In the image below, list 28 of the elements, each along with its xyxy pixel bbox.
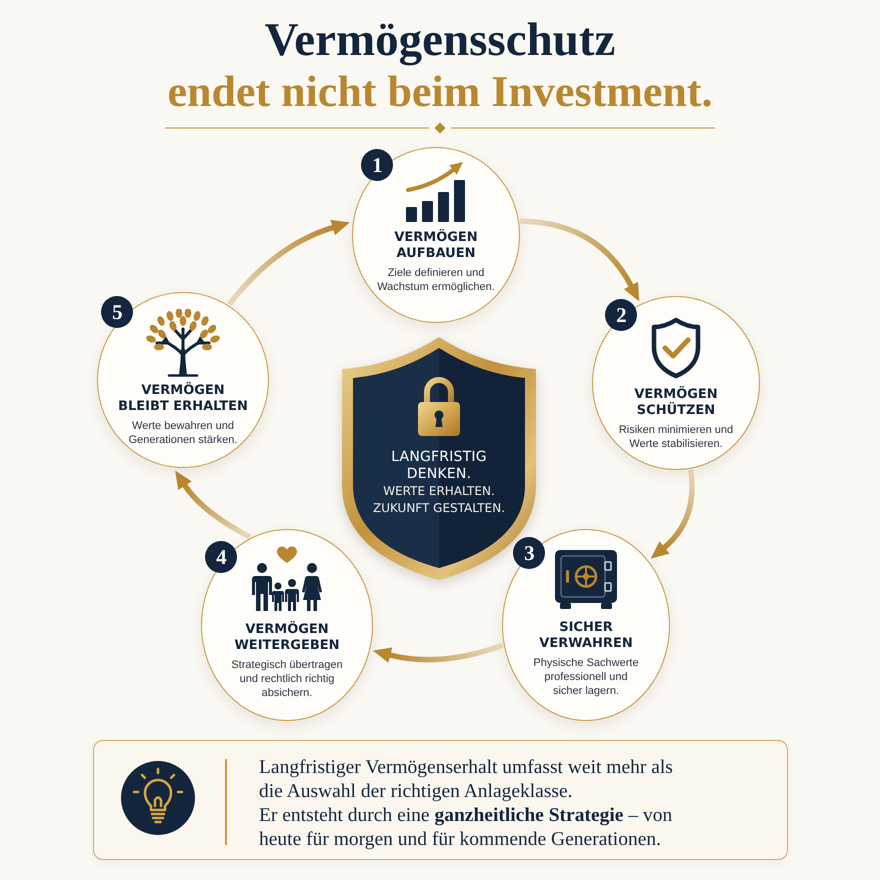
step-title: VERMÖGEN AUFBAUEN <box>393 230 479 262</box>
subtitle: endet nicht beim Investment. <box>167 66 713 118</box>
arrow <box>651 469 695 560</box>
info-text: Er entsteht durch eine ganzheitliche Strategie – von heute für morgen und für kommende Generationen. <box>259 804 674 852</box>
step-title: VERMÖGEN SCHÜTZEN <box>633 387 719 419</box>
step-description: Risiken minimieren und Werte stabilisieren. <box>618 423 734 451</box>
step-description: Werte bewahren und Generationen stärken. <box>128 419 238 447</box>
step-number: 2 <box>605 299 638 332</box>
step-number: 1 <box>361 149 394 182</box>
step-title: VERMÖGEN BLEIBT ERHALTEN <box>117 383 249 415</box>
arrow <box>520 218 640 302</box>
step-title: SICHER VERWAHREN <box>538 620 634 652</box>
arrow <box>174 470 252 540</box>
title: Vermögensschutz <box>264 14 616 66</box>
arrow <box>372 642 504 663</box>
step-title: VERMÖGEN WEITERGEBEN <box>233 622 341 654</box>
step-description: Ziele definieren und Wachstum ermöglichen. <box>376 266 496 294</box>
shield-slogan: LANGFRISTIG DENKEN. <box>390 449 488 483</box>
step-description: Physische Sachwerte professionell und sicher lagern. <box>532 656 640 698</box>
info-text: Langfristiger Vermögenserhalt umfasst weit mehr als die Auswahl der richtigen Anlageklasse. <box>259 756 674 804</box>
shield-panel <box>340 335 538 581</box>
step-number: 3 <box>513 537 546 570</box>
arrow <box>226 220 350 306</box>
step-number: 5 <box>101 296 134 328</box>
shield-tagline: WERTE ERHALTEN. ZUKUNFT GESTALTEN. <box>372 483 506 517</box>
info-panel <box>93 740 788 860</box>
step-number: 4 <box>205 541 238 574</box>
step-description: Strategisch übertragen und rechtlich richtig absichern. <box>230 658 344 700</box>
